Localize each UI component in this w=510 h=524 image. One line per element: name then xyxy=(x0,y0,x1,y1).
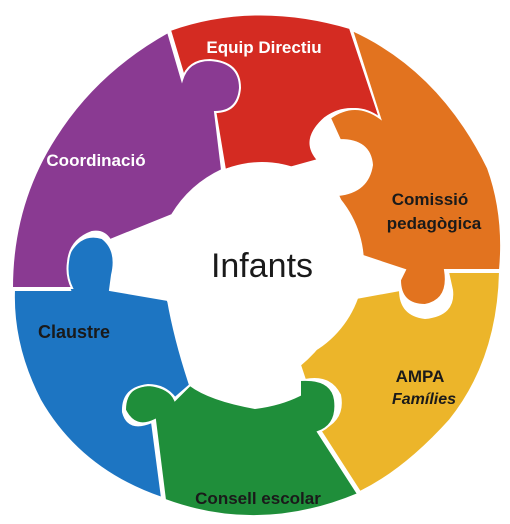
piece-label-coordinacio: Coordinació xyxy=(46,151,145,170)
piece-label-ampa-line1: AMPA xyxy=(396,367,445,386)
piece-label-comissio-line1: Comissió xyxy=(392,190,469,209)
piece-label-claustre: Claustre xyxy=(38,322,110,342)
piece-label-equip-directiu: Equip Directiu xyxy=(206,38,321,57)
piece-label-ampa-line2: Famílies xyxy=(392,391,456,408)
piece-claustre xyxy=(12,235,192,500)
piece-comissio-pedagogica xyxy=(328,28,503,307)
center-hub xyxy=(160,162,364,366)
piece-label-consell-escolar: Consell escolar xyxy=(195,489,321,508)
piece-label-comissio-line2: pedagògica xyxy=(387,214,482,233)
piece-ampa xyxy=(298,271,502,494)
center-label: Infants xyxy=(211,247,313,285)
piece-coordinacio xyxy=(10,30,242,289)
